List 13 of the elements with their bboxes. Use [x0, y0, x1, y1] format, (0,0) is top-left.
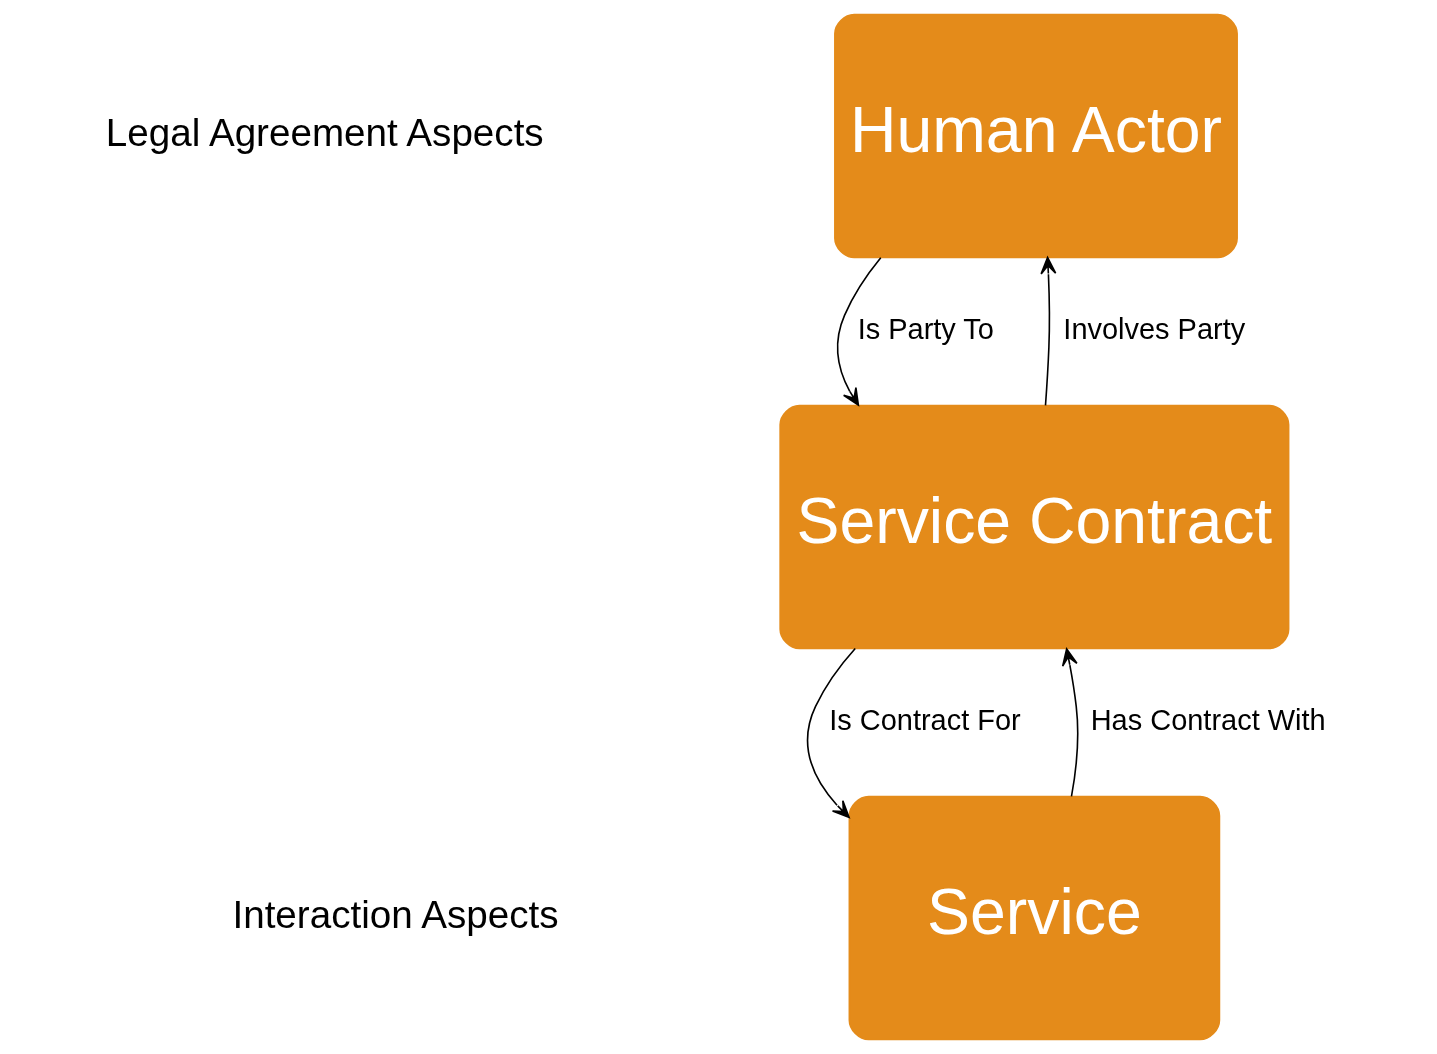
arrow: [1039, 256, 1056, 407]
arrow: [836, 257, 882, 406]
arrow: [806, 647, 856, 819]
edge-label: Is Party To: [857, 312, 994, 345]
label: Legal Agreement Aspects: [105, 110, 544, 154]
node-box: Service Contract: [778, 404, 1289, 650]
node-box: Service: [848, 795, 1220, 1041]
arrow: [1061, 648, 1079, 798]
node-box: Human Actor: [833, 13, 1238, 259]
label: Interaction Aspects: [231, 893, 559, 936]
edge-label: Is Contract For: [828, 703, 1021, 736]
edge-label: Has Contract With: [1090, 703, 1326, 736]
edge-label: Involves Party: [1062, 312, 1245, 345]
